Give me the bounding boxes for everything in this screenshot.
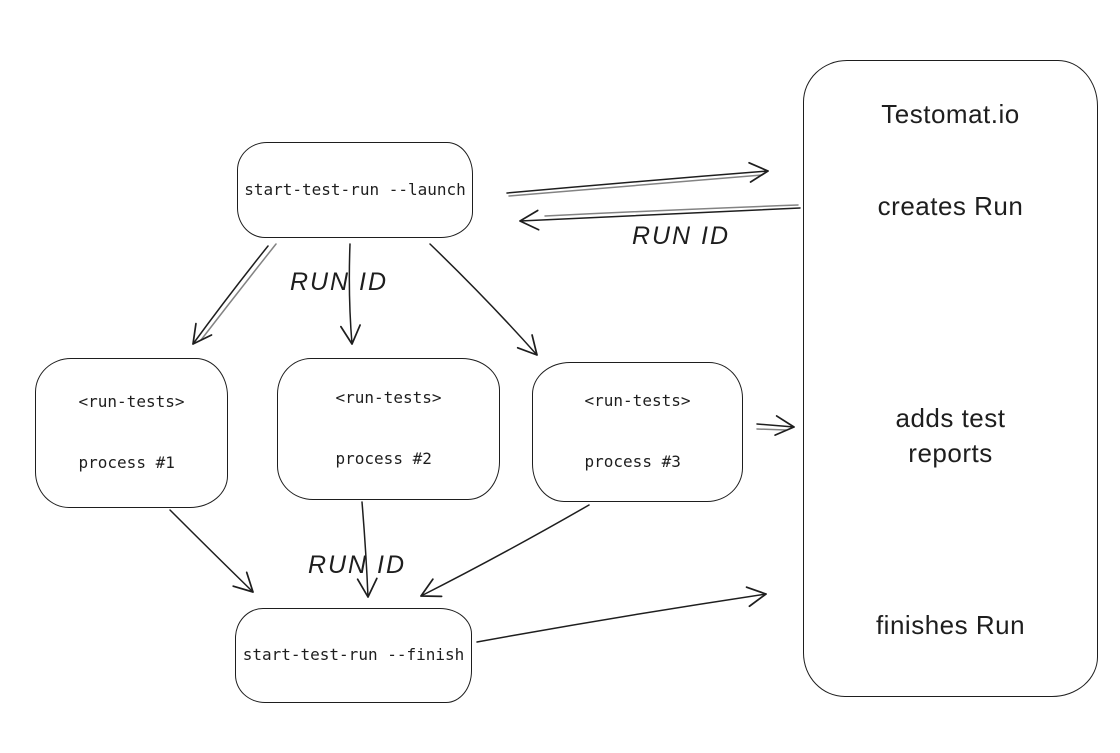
edge-launch-to-process1 (192, 245, 269, 345)
edge-process2-to-finish (356, 501, 378, 598)
run-id-label-bottom: RUN ID (307, 551, 407, 579)
edge-launch-to-testomat-sketch (508, 174, 763, 197)
node-testomat: Testomat.io creates Run adds test report… (803, 60, 1098, 697)
run-id-label-middle: RUN ID (289, 268, 389, 296)
edge-process3-to-testomat-sketch (756, 428, 787, 431)
edge-process3-to-finish (420, 504, 590, 598)
process2-label: <run-tests> process #2 (336, 347, 442, 511)
edge-process3-to-testomat (756, 415, 795, 436)
edge-testomat-to-launch-runid (519, 207, 801, 231)
edge-launch-to-process3 (429, 243, 538, 356)
node-start-test-run-launch: start-test-run --launch (237, 142, 473, 238)
process1-line2: process #1 (78, 453, 175, 473)
process3-label: <run-tests> process #3 (585, 350, 691, 514)
node-run-tests-process-3: <run-tests> process #3 (532, 362, 743, 502)
finish-label: start-test-run --finish (242, 645, 465, 665)
edge-launch-to-process1-sketch (200, 243, 277, 341)
run-id-label-top: RUN ID (631, 222, 731, 250)
testomat-finishes-run-label: finishes Run (875, 610, 1026, 640)
process3-line1: <run-tests> (584, 391, 691, 411)
edge-testomat-to-launch-sketch (544, 204, 799, 217)
process3-line2: process #3 (584, 452, 681, 472)
process1-line1: <run-tests> (78, 392, 185, 412)
launch-label: start-test-run --launch (244, 179, 466, 199)
edge-process1-to-finish (169, 509, 254, 593)
testomat-adds-test-reports-label: adds test reports (895, 403, 1006, 469)
testomat-creates-run-label: creates Run (877, 191, 1024, 221)
process2-line2: process #2 (335, 449, 432, 469)
node-start-test-run-finish: start-test-run --finish (235, 608, 472, 703)
process2-line1: <run-tests> (335, 388, 442, 408)
node-run-tests-process-2: <run-tests> process #2 (277, 358, 500, 500)
node-run-tests-process-1: <run-tests> process #1 (35, 358, 228, 508)
edge-finish-to-testomat (476, 586, 767, 643)
edge-launch-to-testomat (506, 161, 769, 194)
process1-label: <run-tests> process #1 (79, 351, 185, 515)
testomat-title: Testomat.io (881, 99, 1020, 129)
